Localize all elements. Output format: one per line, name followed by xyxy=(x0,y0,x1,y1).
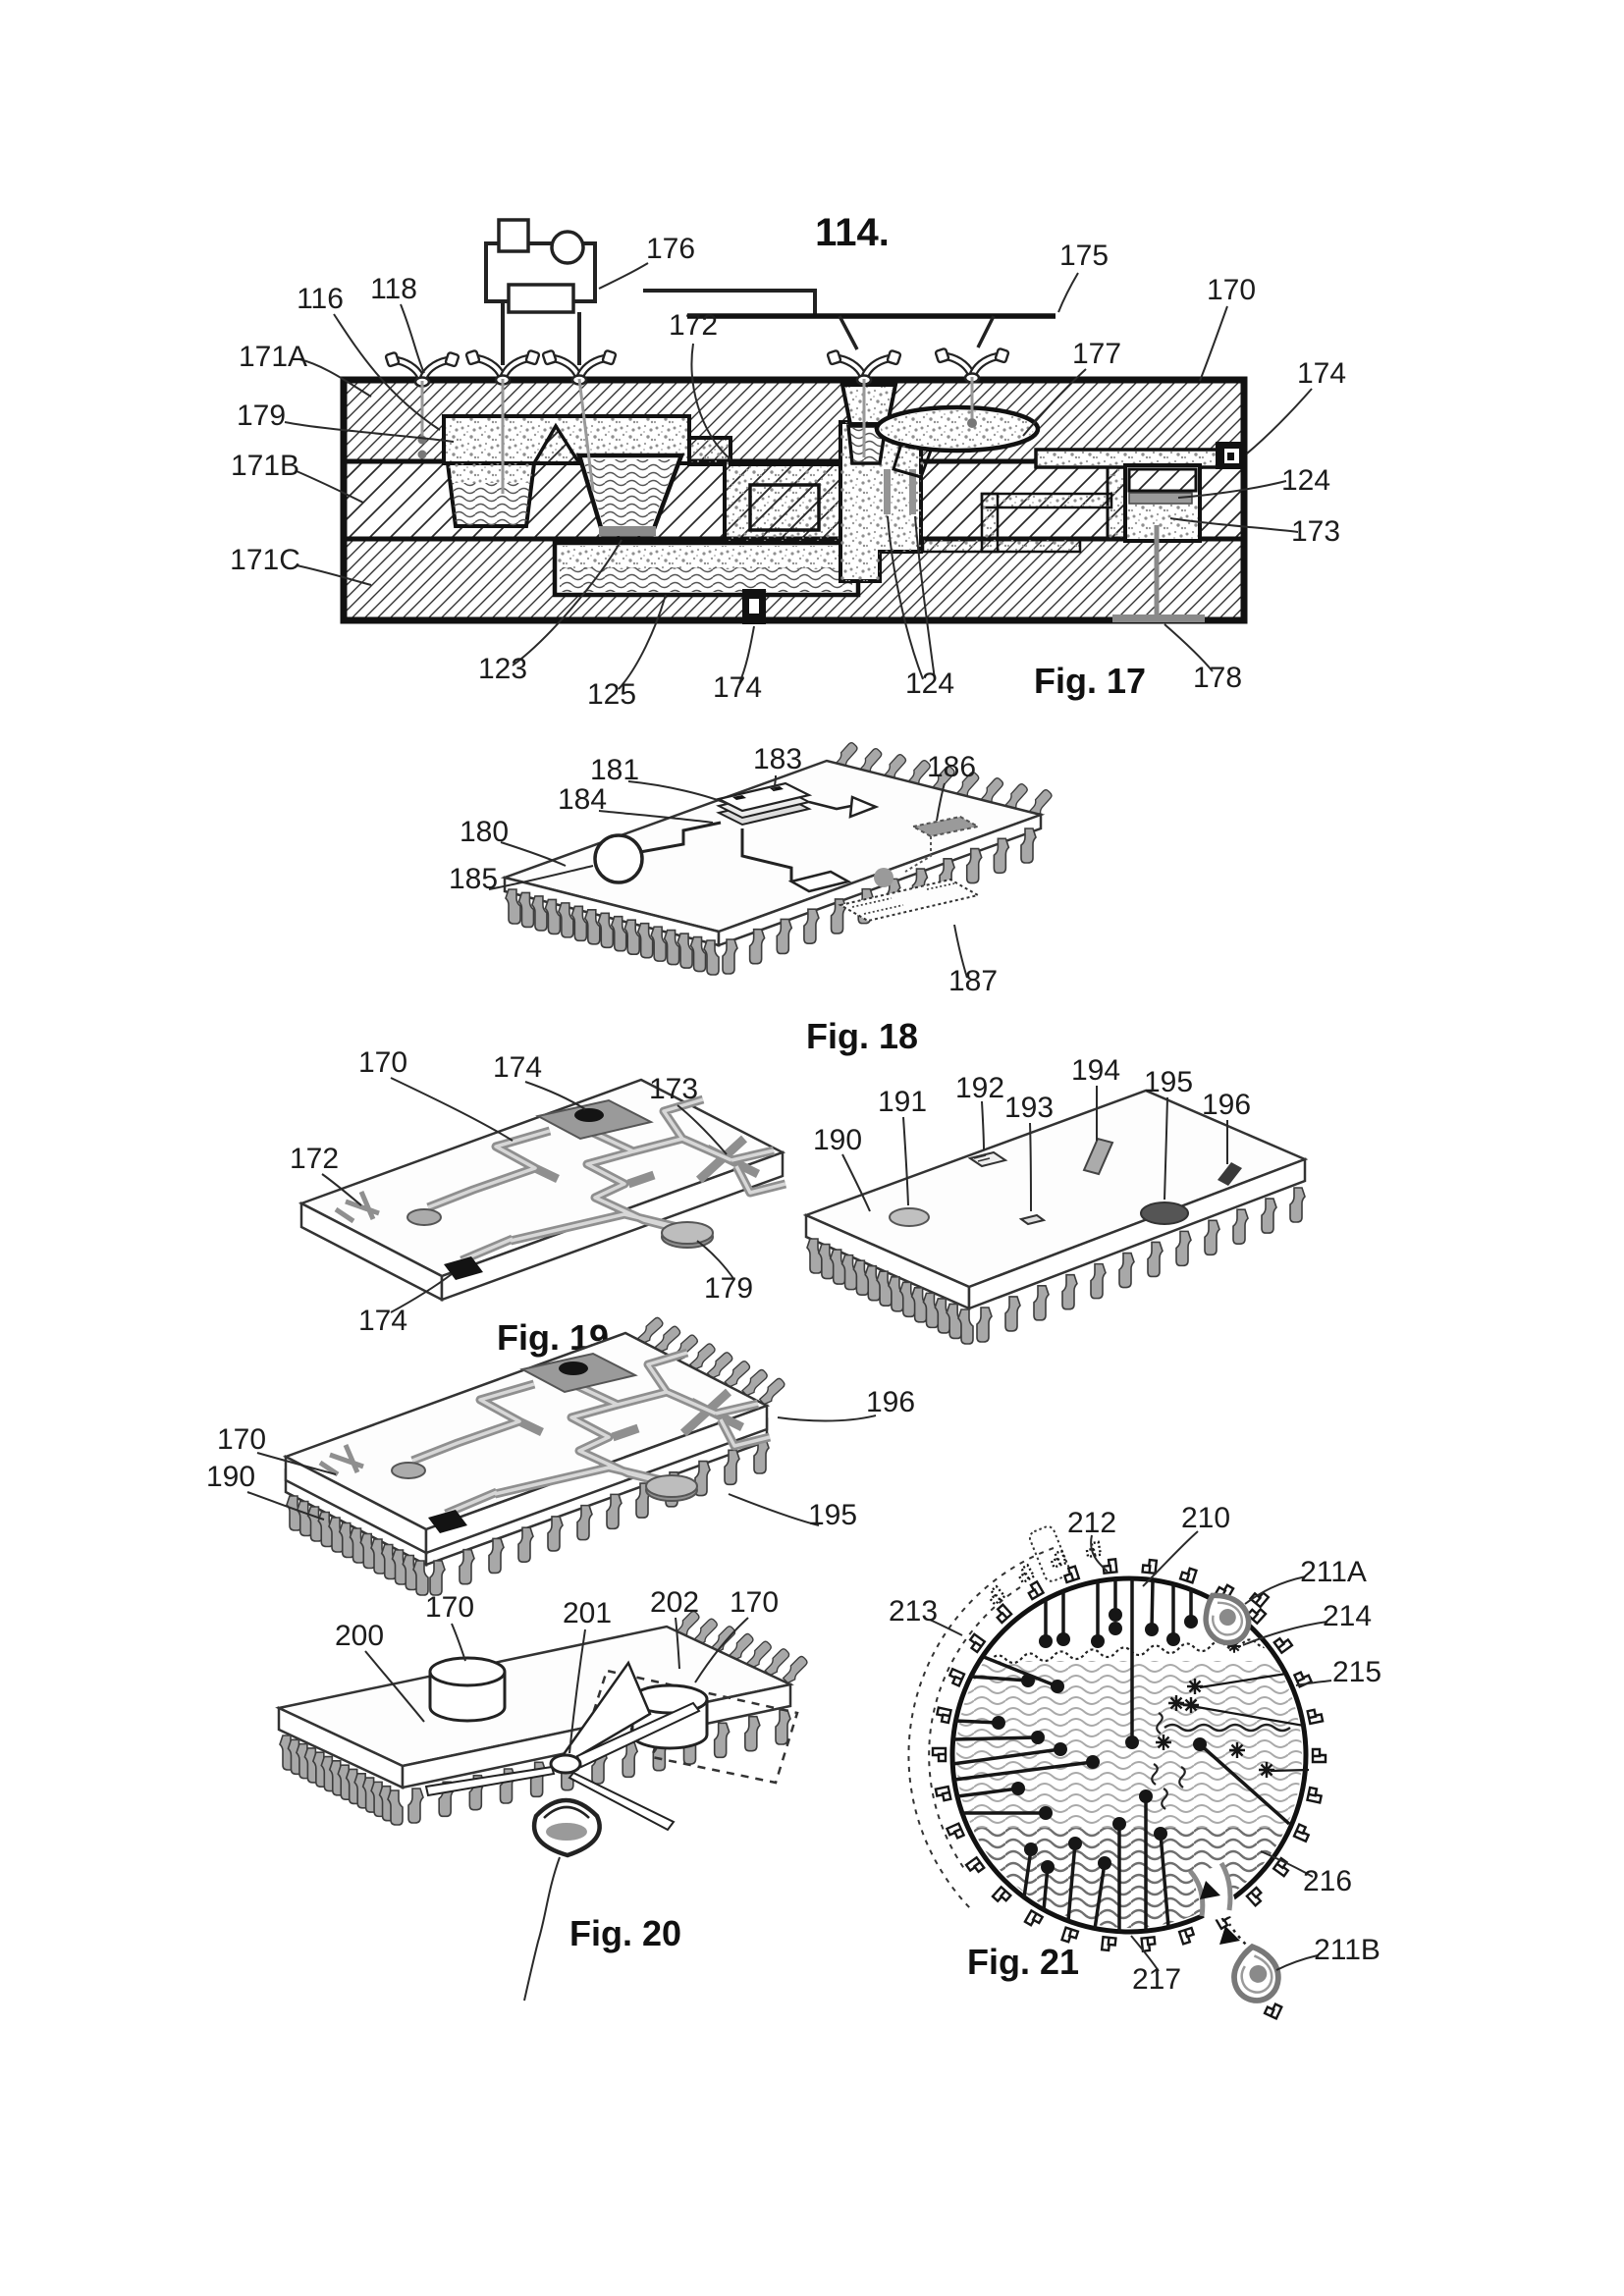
fig17-label-171B: 171B xyxy=(231,450,299,482)
fig17-label-124-right: 124 xyxy=(1281,464,1330,497)
fig17-diagram: 116 118 176 175 170 171A 179 171B 171C 1… xyxy=(230,218,1346,711)
fig19-item-196 xyxy=(1218,1162,1242,1186)
fig19b-label-190: 190 xyxy=(206,1461,255,1493)
fig18-label-187: 187 xyxy=(948,965,998,997)
fig17-label-174-bottom: 174 xyxy=(713,671,762,704)
fig17-label-172: 172 xyxy=(669,309,718,342)
fig20-label-202: 202 xyxy=(650,1586,699,1619)
fig17-label-124-bottom: 124 xyxy=(905,667,954,700)
fig17-caption: Fig. 17 xyxy=(1034,661,1146,701)
fig19-right-chip xyxy=(802,1089,1309,1345)
fig17-label-176: 176 xyxy=(646,233,695,265)
fig20-chip xyxy=(275,1609,811,1858)
fig21-label-213: 213 xyxy=(889,1595,938,1628)
fig19-item-193 xyxy=(1018,1213,1047,1226)
fig20-cylinder-170-left xyxy=(428,1656,507,1687)
fig17-label-174-right: 174 xyxy=(1297,357,1346,390)
fig19b-assembled-chip: 196 170 190 195 xyxy=(206,1315,915,1596)
fig17-instrument-176 xyxy=(484,218,597,365)
electrode-123 xyxy=(599,526,656,536)
fig21-label-214: 214 xyxy=(1323,1600,1372,1632)
fig17-label-178: 178 xyxy=(1193,662,1242,694)
fig19b-label-195: 195 xyxy=(808,1499,857,1531)
fig18-label-184: 184 xyxy=(558,783,607,816)
fig19-label-192: 192 xyxy=(955,1072,1004,1104)
fig20-label-201: 201 xyxy=(563,1597,612,1629)
fig19-label-196: 196 xyxy=(1202,1089,1251,1121)
fig17-antenna-175 xyxy=(643,289,1056,350)
fig17-label-116: 116 xyxy=(297,283,344,315)
fig18-diagram: 181 183 184 186 180 185 187 Fig. 18 xyxy=(449,740,1056,1056)
fig21-label-212: 212 xyxy=(1067,1507,1116,1539)
fig21-label-211A: 211A xyxy=(1300,1556,1367,1588)
fig19-label-172: 172 xyxy=(290,1143,339,1175)
fig20-label-170-left: 170 xyxy=(425,1591,474,1624)
electrode-124-right xyxy=(1128,492,1193,505)
fig19-label-190: 190 xyxy=(813,1124,862,1156)
fig19-label-174-bottom: 174 xyxy=(358,1305,407,1337)
fig21-diagram: 212 210 211A 214 215 213 216 217 211B Fi… xyxy=(889,1502,1381,2020)
electrode-124-a xyxy=(884,469,891,514)
fig17-label-179: 179 xyxy=(237,400,286,432)
fig19-item-195 xyxy=(1140,1201,1189,1225)
fig17-label-125: 125 xyxy=(587,678,636,711)
fig19b-label-170: 170 xyxy=(217,1423,266,1456)
electrode-178-pad xyxy=(1112,614,1205,622)
fig21-label-215: 215 xyxy=(1332,1656,1381,1688)
fig18-label-181: 181 xyxy=(590,754,639,786)
fig18-label-180: 180 xyxy=(460,816,509,848)
fig21-label-216: 216 xyxy=(1303,1865,1352,1897)
fig18-caption: Fig. 18 xyxy=(806,1016,918,1056)
fig21-entry-arrow-1 xyxy=(1200,1881,1220,1899)
fig17-label-175: 175 xyxy=(1059,240,1109,272)
fig21-label-211B: 211B xyxy=(1314,1934,1380,1966)
fig18-label-183: 183 xyxy=(753,743,802,775)
fig19-left-chip xyxy=(301,1080,785,1300)
fig20-label-170-right: 170 xyxy=(730,1586,779,1619)
fig21-cell-211B xyxy=(1228,1943,1282,2004)
fig19-label-191: 191 xyxy=(878,1086,927,1118)
fig19-label-170: 170 xyxy=(358,1046,407,1079)
fig19b-label-196: 196 xyxy=(866,1386,915,1418)
fig21-caption: Fig. 21 xyxy=(967,1942,1079,1982)
fig20-label-200: 200 xyxy=(335,1620,384,1652)
fig18-chip xyxy=(500,740,1056,976)
fig18-module-187 xyxy=(838,878,981,923)
fig21-label-217: 217 xyxy=(1132,1963,1181,1996)
fig19-label-179: 179 xyxy=(704,1272,753,1305)
fig19-label-195: 195 xyxy=(1144,1066,1193,1098)
fig18-label-185: 185 xyxy=(449,863,498,895)
fig17-label-123: 123 xyxy=(478,653,527,685)
page-number: 114. xyxy=(815,211,890,254)
fig21-dashed-arc-outer xyxy=(907,1547,1055,1912)
fig17-label-170: 170 xyxy=(1207,274,1256,306)
fig19-item-194 xyxy=(1082,1137,1114,1176)
fig17-label-171C: 171C xyxy=(230,544,300,576)
fig21-label-210: 210 xyxy=(1181,1502,1230,1534)
fig17-label-171A: 171A xyxy=(239,341,307,373)
fig17-device-body xyxy=(340,376,1248,624)
fig17-label-177: 177 xyxy=(1072,338,1121,370)
fig19-label-173: 173 xyxy=(649,1073,698,1105)
electrode-124-b xyxy=(909,469,916,514)
fig18-sensor-chip xyxy=(715,781,813,813)
fig21-dashed-arc-inner xyxy=(928,1586,1021,1871)
fig20-diagram: 200 170 201 202 170 Fig. 20 xyxy=(275,1586,811,2002)
fig17-label-118: 118 xyxy=(370,273,417,305)
fig21-entry-arrow-2 xyxy=(1219,1926,1240,1945)
fig20-caption: Fig. 20 xyxy=(569,1913,681,1953)
fig21-pins xyxy=(951,1578,1291,1932)
fig18-label-186: 186 xyxy=(927,751,976,783)
fig19-diagram: 170 174 173 172 174 179 Fig. 19 190 191 … xyxy=(290,1046,1309,1358)
fig19-label-193: 193 xyxy=(1004,1092,1054,1124)
fig20-propeller-hub-201 xyxy=(549,1753,582,1775)
fig17-label-173: 173 xyxy=(1291,515,1340,548)
fig18-pad-186 xyxy=(910,815,981,838)
fig19-label-174-top: 174 xyxy=(493,1051,542,1084)
fig19-item-191 xyxy=(889,1207,930,1227)
fig19-label-194: 194 xyxy=(1071,1054,1120,1087)
